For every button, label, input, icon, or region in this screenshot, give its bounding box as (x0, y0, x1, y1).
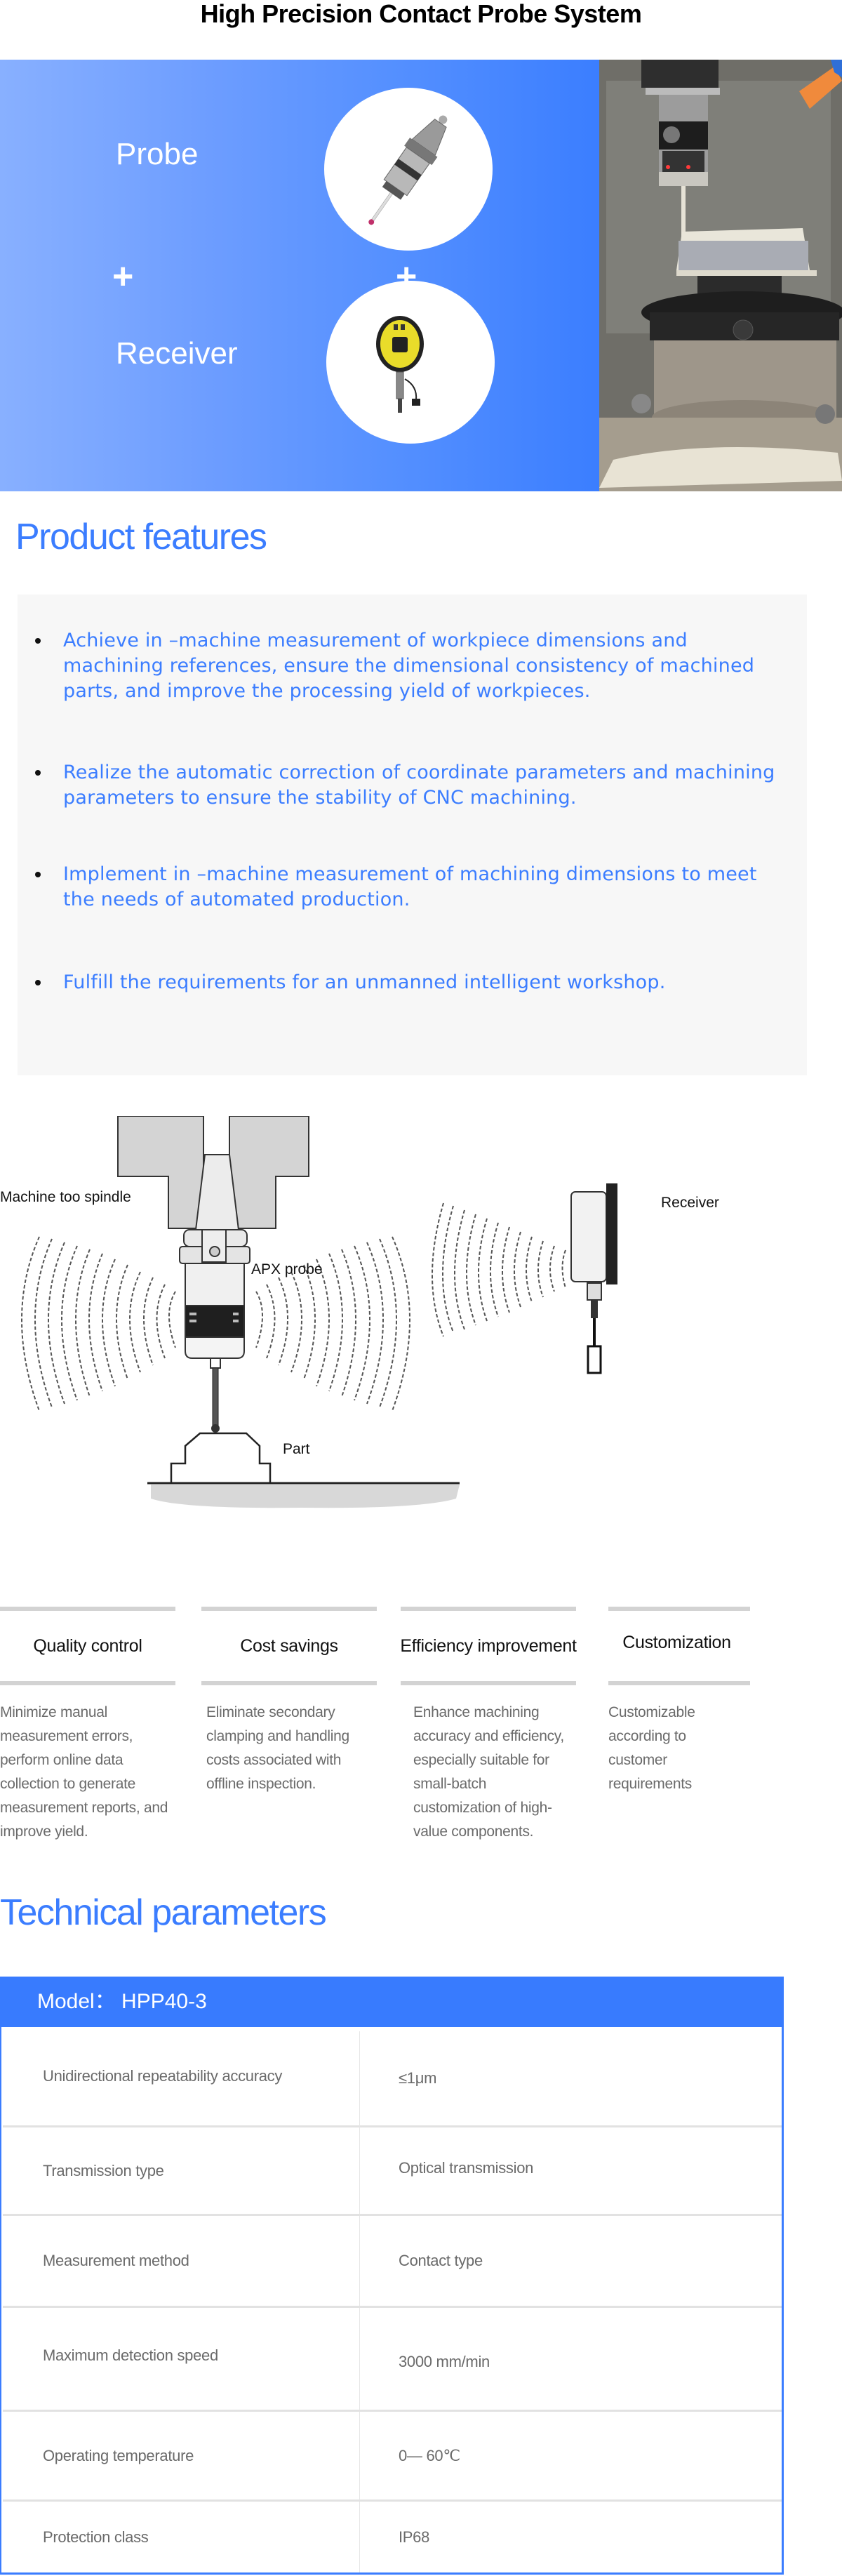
apx-probe-label: APX probe (251, 1261, 323, 1277)
hero-gradient-panel: Probe + + Receiver (0, 60, 599, 491)
part-label: Part (283, 1441, 310, 1457)
technical-heading: Technical parameters (0, 1892, 327, 1933)
benefit-quality-control: Quality control Minimize manual measurem… (0, 1607, 175, 1844)
machine-photo-illustration (599, 60, 842, 491)
probe-in-machine-photo (599, 60, 842, 491)
table-row: Operating temperature 0— 60℃ (3, 2412, 782, 2502)
param-name: Unidirectional repeatability accuracy (43, 2067, 283, 2085)
table-row: Unidirectional repeatability accuracy ≤1… (3, 2027, 782, 2130)
param-name: Maximum detection speed (43, 2346, 218, 2364)
feature-text: Fulfill the requirements for an unmanned… (63, 971, 666, 993)
benefit-efficiency-improvement: Efficiency improvement Enhance machining… (400, 1607, 577, 1844)
bullet-icon (35, 638, 41, 644)
column-divider (359, 2127, 360, 2214)
column-divider (359, 2216, 360, 2306)
receiver-icon (376, 316, 424, 413)
param-value: 0— 60℃ (399, 2446, 460, 2464)
column-divider (359, 2502, 360, 2572)
features-list: Achieve in –machine measurement of workp… (18, 595, 807, 1075)
divider (608, 1681, 750, 1685)
param-value: 3000 mm/min (399, 2352, 490, 2370)
receiver-label: Receiver (661, 1195, 719, 1211)
feature-item: Realize the automatic correction of coor… (35, 760, 786, 811)
spindle-label: Machine too spindle (0, 1189, 131, 1205)
benefit-description: Eliminate secondary clamping and handlin… (206, 1704, 349, 1792)
benefit-description: Customizable according to customer requi… (608, 1704, 695, 1792)
param-value: ≤1μm (399, 2069, 437, 2087)
page-title: High Precision Contact Probe System (200, 0, 642, 28)
param-value: IP68 (399, 2528, 430, 2546)
bullet-icon (35, 980, 41, 985)
probe-icon (368, 115, 448, 225)
model-header: Model： HPP40-3 (0, 1977, 784, 2027)
diagram-illustration (21, 1116, 617, 1508)
param-name: Operating temperature (43, 2446, 194, 2464)
bullet-icon (35, 872, 41, 877)
feature-text: Achieve in –machine measurement of workp… (63, 630, 755, 702)
table-row: Measurement method Contact type (3, 2216, 782, 2308)
divider (608, 1607, 750, 1611)
column-divider (359, 2308, 360, 2410)
benefit-title: Cost savings (240, 1635, 338, 1656)
feature-text: Implement in –machine measurement of mac… (63, 863, 757, 910)
plus-icon: + (112, 256, 134, 297)
benefit-description: Minimize manual measurement errors, perf… (0, 1704, 168, 1840)
divider (401, 1607, 576, 1611)
hero-banner: Probe + + Receiver (0, 60, 842, 491)
parameters-table: Unidirectional repeatability accuracy ≤1… (0, 2027, 784, 2575)
param-name: Transmission type (43, 2161, 164, 2179)
param-name: Measurement method (43, 2252, 189, 2269)
param-value: Optical transmission (399, 2158, 534, 2177)
benefit-description: Enhance machining accuracy and efficienc… (413, 1704, 564, 1840)
hero-receiver-label: Receiver (116, 336, 238, 371)
table-row: Maximum detection speed 3000 mm/min (3, 2308, 782, 2412)
divider (201, 1681, 377, 1685)
feature-item: Achieve in –machine measurement of workp… (35, 628, 786, 704)
benefit-cost-savings: Cost savings Eliminate secondary clampin… (201, 1607, 377, 1796)
param-value: Contact type (399, 2252, 483, 2269)
divider (0, 1681, 175, 1685)
feature-item: Implement in –machine measurement of mac… (35, 862, 786, 912)
divider (0, 1607, 175, 1611)
column-divider (359, 2412, 360, 2499)
features-heading: Product features (15, 517, 267, 557)
bullet-icon (35, 770, 41, 776)
hero-probe-label: Probe (116, 137, 199, 171)
receiver-product-image (326, 281, 495, 444)
param-name: Protection class (43, 2528, 149, 2546)
feature-item: Fulfill the requirements for an unmanned… (35, 970, 786, 995)
benefit-customization: Customization Customizable according to … (570, 1607, 750, 1796)
divider (401, 1681, 576, 1685)
column-divider (359, 2031, 360, 2130)
divider (201, 1607, 377, 1611)
benefit-title: Quality control (33, 1635, 142, 1656)
benefit-title: Customization (622, 1632, 731, 1652)
probe-system-diagram: Machine too spindle APX probe Part Recei… (0, 1116, 842, 1537)
table-row: Transmission type Optical transmission (3, 2127, 782, 2216)
probe-product-image (324, 88, 493, 251)
table-row: Protection class IP68 (3, 2502, 782, 2572)
feature-text: Realize the automatic correction of coor… (63, 762, 775, 809)
benefit-title: Efficiency improvement (400, 1635, 577, 1656)
